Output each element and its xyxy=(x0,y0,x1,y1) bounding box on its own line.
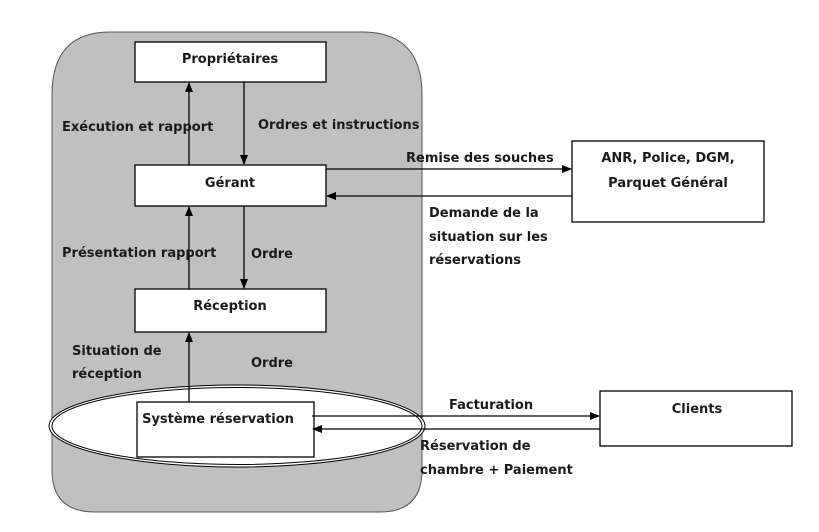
node-anr-label-2: Parquet Général xyxy=(608,176,728,191)
edge-label-reservation-1: Réservation de xyxy=(420,439,531,454)
edge-label-ordre-2: Ordre xyxy=(251,356,293,371)
edge-label-presentation: Présentation rapport xyxy=(62,246,216,261)
edge-label-facturation: Facturation xyxy=(449,398,533,413)
node-proprietaires-label: Propriétaires xyxy=(182,52,279,67)
edge-label-demande-3: réservations xyxy=(429,253,521,268)
node-clients[interactable] xyxy=(599,390,793,447)
edge-label-execution: Exécution et rapport xyxy=(62,120,213,135)
edge-label-situation-2: réception xyxy=(72,367,142,382)
reservation-system-ellipse-inner xyxy=(51,387,423,465)
node-clients-label: Clients xyxy=(672,402,723,417)
edge-label-remise: Remise des souches xyxy=(406,151,554,166)
edge-label-demande-2: situation sur les xyxy=(429,230,548,245)
node-proprietaires[interactable] xyxy=(134,41,327,83)
edge-label-situation-1: Situation de xyxy=(72,344,162,359)
node-reception-label: Réception xyxy=(193,299,267,314)
node-anr-label-1: ANR, Police, DGM, xyxy=(601,151,734,166)
edge-label-reservation-2: chambre + Paiement xyxy=(420,463,573,478)
node-systeme-label: Système réservation xyxy=(142,412,294,427)
node-gerant-label: Gérant xyxy=(205,176,255,191)
node-systeme-reservation[interactable] xyxy=(136,401,315,458)
node-reception[interactable] xyxy=(134,288,327,333)
node-gerant[interactable] xyxy=(134,164,327,207)
edge-label-ordres-instructions: Ordres et instructions xyxy=(258,118,420,133)
edge-label-demande-1: Demande de la xyxy=(429,206,539,221)
node-anr-police[interactable] xyxy=(571,140,765,223)
edge-label-ordre-1: Ordre xyxy=(251,247,293,262)
